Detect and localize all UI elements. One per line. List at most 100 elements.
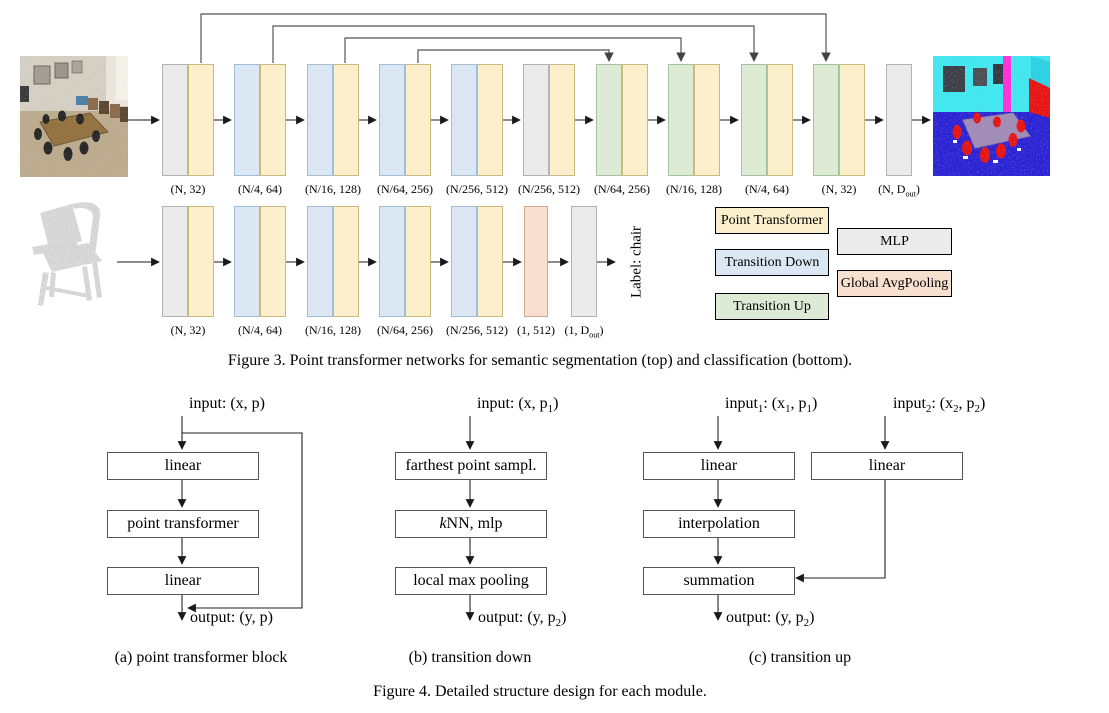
transition-down-block bbox=[379, 64, 405, 176]
point-transformer-block bbox=[260, 206, 286, 317]
segmentation-output-image bbox=[933, 56, 1050, 176]
point-transformer-block bbox=[405, 64, 431, 176]
dim-label: (N/16, 128) bbox=[305, 323, 361, 337]
legend-transition-down: Transition Down bbox=[715, 249, 829, 276]
cls-stage-7 bbox=[571, 206, 597, 317]
dim-label: (N/64, 256) bbox=[594, 182, 650, 196]
seg-stage-9 bbox=[741, 64, 793, 176]
cls-stage-5 bbox=[451, 206, 503, 317]
diagram-c-input2-label: input2: (x2, p2) bbox=[893, 395, 986, 416]
point-transformer-block bbox=[333, 64, 359, 176]
seg-stage-3 bbox=[307, 64, 359, 176]
transition-down-block bbox=[379, 206, 405, 317]
point-transformer-block bbox=[694, 64, 720, 176]
dim-label: (N/16, 128) bbox=[305, 182, 361, 196]
seg-stage-11 bbox=[886, 64, 912, 176]
diagram-c-caption: (c) transition up bbox=[748, 649, 852, 666]
point-transformer-block bbox=[333, 206, 359, 317]
diagram-c-linear-right-box: linear bbox=[811, 452, 963, 480]
mlp-block bbox=[162, 64, 188, 176]
diagram-a-output-label: output: (y, p) bbox=[190, 609, 273, 626]
dim-label: (N, 32) bbox=[170, 182, 206, 196]
dim-label: (1, Dout) bbox=[564, 323, 604, 340]
point-transformer-block bbox=[260, 64, 286, 176]
mlp-block bbox=[886, 64, 912, 176]
dim-label: (N/256, 512) bbox=[446, 182, 508, 196]
dim-label: (N/64, 256) bbox=[377, 182, 433, 196]
transition-down-block bbox=[307, 64, 333, 176]
diagram-c-summation-box: summation bbox=[643, 567, 795, 595]
diagram-b-local-max-pooling-box: local max pooling bbox=[395, 567, 547, 595]
diagram-a-input-label: input: (x, p) bbox=[189, 395, 265, 412]
transition-up-block bbox=[813, 64, 839, 176]
dim-label: (N, 32) bbox=[170, 323, 206, 337]
dim-label: (N, 32) bbox=[821, 182, 857, 196]
dim-label: (N/4, 64) bbox=[238, 182, 282, 196]
transition-up-block bbox=[668, 64, 694, 176]
diagram-b-input-label: input: (x, p1) bbox=[477, 395, 559, 416]
global-avgpooling-block bbox=[524, 206, 548, 317]
diagram-a-linear-box-1: linear bbox=[107, 452, 259, 480]
dim-label: (N/256, 512) bbox=[518, 182, 580, 196]
diagram-b-caption: (b) transition down bbox=[408, 649, 532, 666]
dim-label: (N/4, 64) bbox=[238, 323, 282, 337]
legend-global-avgpooling: Global AvgPooling bbox=[837, 270, 952, 297]
input-room-pointcloud-image bbox=[20, 56, 128, 177]
point-transformer-block bbox=[549, 64, 575, 176]
transition-down-block bbox=[234, 206, 260, 317]
diagram-b-fps-box: farthest point sampl. bbox=[395, 452, 547, 480]
cls-stage-4 bbox=[379, 206, 431, 317]
transition-down-block bbox=[451, 64, 477, 176]
diagram-a-linear-box-2: linear bbox=[107, 567, 259, 595]
point-transformer-block bbox=[405, 206, 431, 317]
classification-result-label: Label: chair bbox=[628, 225, 645, 299]
dim-label: (1, 512) bbox=[517, 323, 555, 337]
diagram-a-point-transformer-box: point transformer bbox=[107, 510, 259, 538]
legend-point-transformer: Point Transformer bbox=[715, 207, 829, 234]
dim-label: (N/4, 64) bbox=[745, 182, 789, 196]
seg-stage-4 bbox=[379, 64, 431, 176]
diagram-c-interpolation-box: interpolation bbox=[643, 510, 795, 538]
point-transformer-block bbox=[839, 64, 865, 176]
figure3-caption: Figure 3. Point transformer networks for… bbox=[227, 352, 853, 369]
dim-label: (N, Dout) bbox=[878, 182, 920, 199]
figure4-caption: Figure 4. Detailed structure design for … bbox=[373, 683, 707, 700]
dim-label: (N/64, 256) bbox=[377, 323, 433, 337]
diagram-c-input1-label: input1: (x1, p1) bbox=[725, 395, 818, 416]
seg-stage-8 bbox=[668, 64, 720, 176]
legend-transition-up: Transition Up bbox=[715, 293, 829, 320]
diagram-c-output-label: output: (y, p2) bbox=[726, 609, 815, 630]
mlp-block bbox=[162, 206, 188, 317]
mlp-block bbox=[571, 206, 597, 317]
point-transformer-block bbox=[188, 64, 214, 176]
transition-down-block bbox=[234, 64, 260, 176]
point-transformer-block bbox=[477, 206, 503, 317]
dim-label: (N/16, 128) bbox=[666, 182, 722, 196]
point-transformer-block bbox=[188, 206, 214, 317]
seg-stage-7 bbox=[596, 64, 648, 176]
point-transformer-block bbox=[477, 64, 503, 176]
seg-stage-1 bbox=[162, 64, 214, 176]
cls-stage-6 bbox=[524, 206, 548, 317]
transition-up-block bbox=[741, 64, 767, 176]
point-transformer-block bbox=[622, 64, 648, 176]
seg-stage-6 bbox=[523, 64, 575, 176]
seg-stage-2 bbox=[234, 64, 286, 176]
diagram-b-output-label: output: (y, p2) bbox=[478, 609, 567, 630]
diagram-a-caption: (a) point transformer block bbox=[114, 649, 288, 666]
cls-stage-1 bbox=[162, 206, 214, 317]
point-transformer-block bbox=[767, 64, 793, 176]
legend-mlp: MLP bbox=[837, 228, 952, 255]
transition-up-block bbox=[596, 64, 622, 176]
chair-pointcloud-image bbox=[32, 202, 102, 306]
diagram-c-linear-left-box: linear bbox=[643, 452, 795, 480]
dim-label: (N/256, 512) bbox=[446, 323, 508, 337]
transition-down-block bbox=[307, 206, 333, 317]
mlp-block bbox=[523, 64, 549, 176]
seg-stage-10 bbox=[813, 64, 865, 176]
transition-down-block bbox=[451, 206, 477, 317]
cls-stage-2 bbox=[234, 206, 286, 317]
cls-stage-3 bbox=[307, 206, 359, 317]
